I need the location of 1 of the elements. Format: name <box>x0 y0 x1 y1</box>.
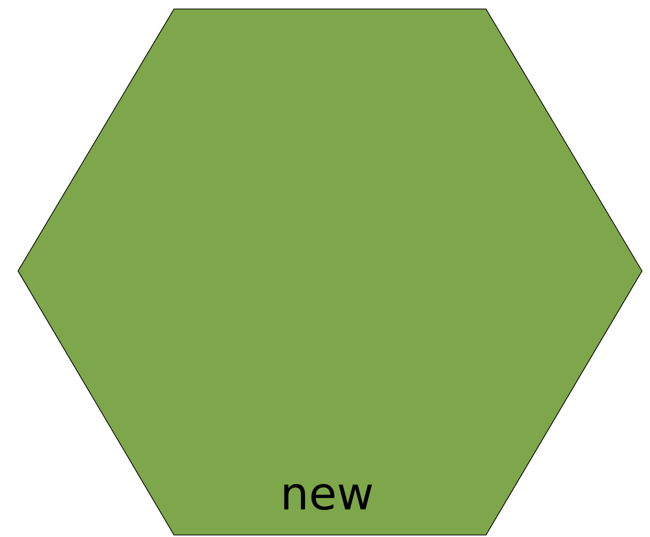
hexagon: new <box>18 8 642 536</box>
